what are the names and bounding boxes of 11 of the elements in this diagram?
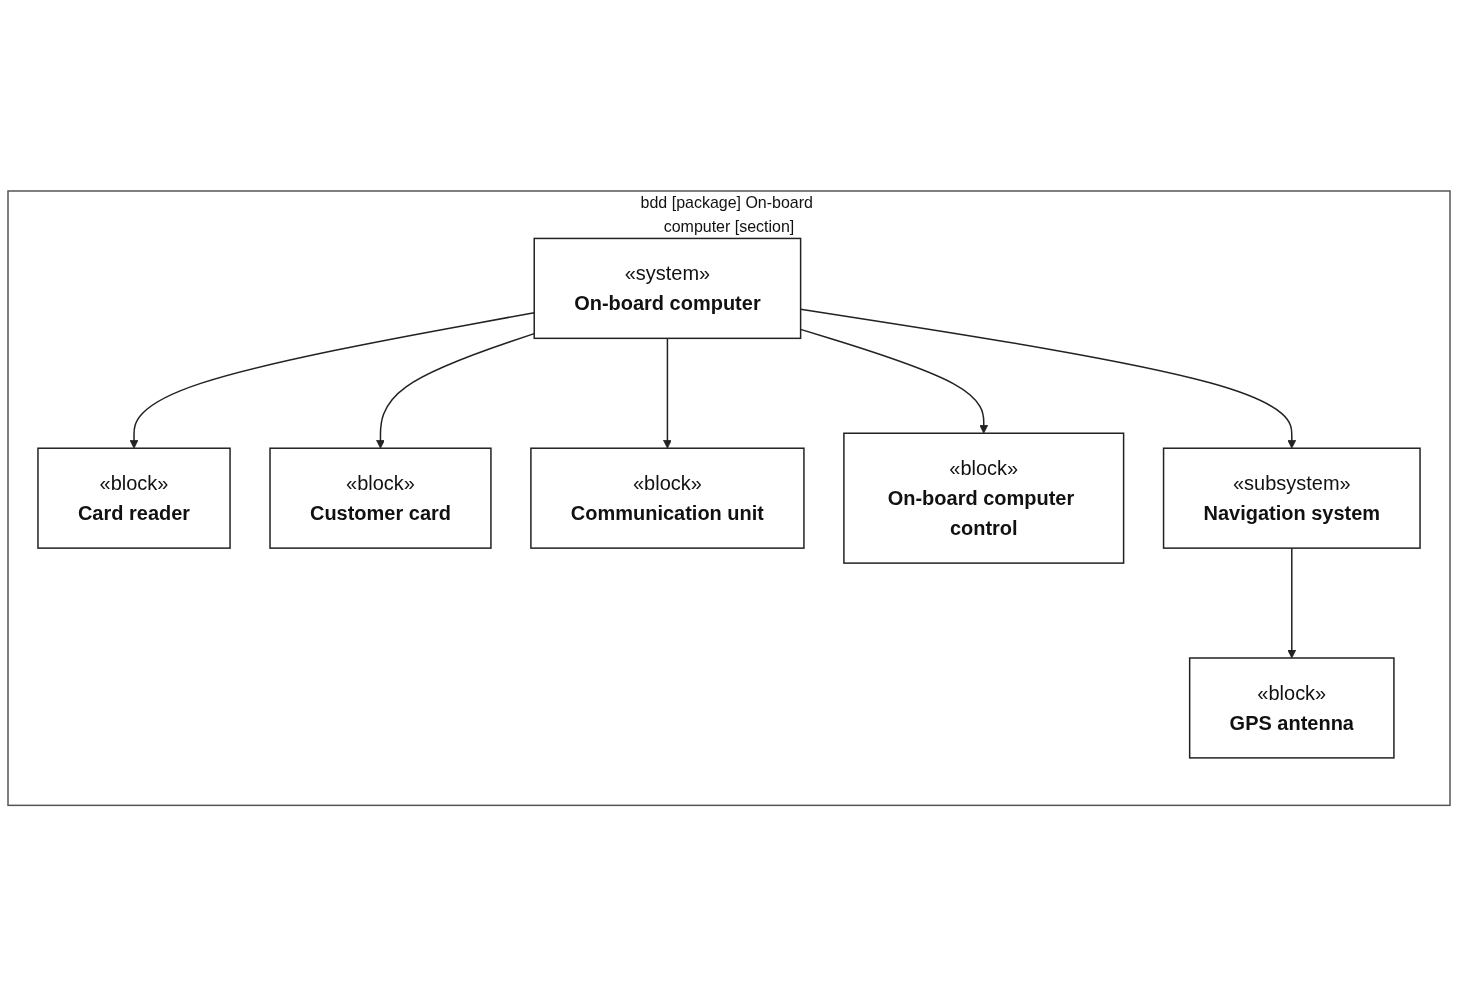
node-box: «subsystem» Navigation system: [1162, 447, 1421, 550]
node-box: «block» Card reader: [37, 447, 231, 550]
arrow: [663, 337, 672, 449]
node-box: «system» On-board computer: [533, 238, 802, 340]
node-box: «block» GPS antenna: [1188, 657, 1395, 759]
node-box: «block» Communication unit: [530, 447, 805, 550]
arrow: [376, 333, 535, 449]
node-box: «block» Customer card: [269, 447, 492, 550]
arrow: [129, 312, 535, 449]
node-box: «block» On-board computer control: [843, 432, 1125, 565]
arrow: [1287, 547, 1297, 659]
